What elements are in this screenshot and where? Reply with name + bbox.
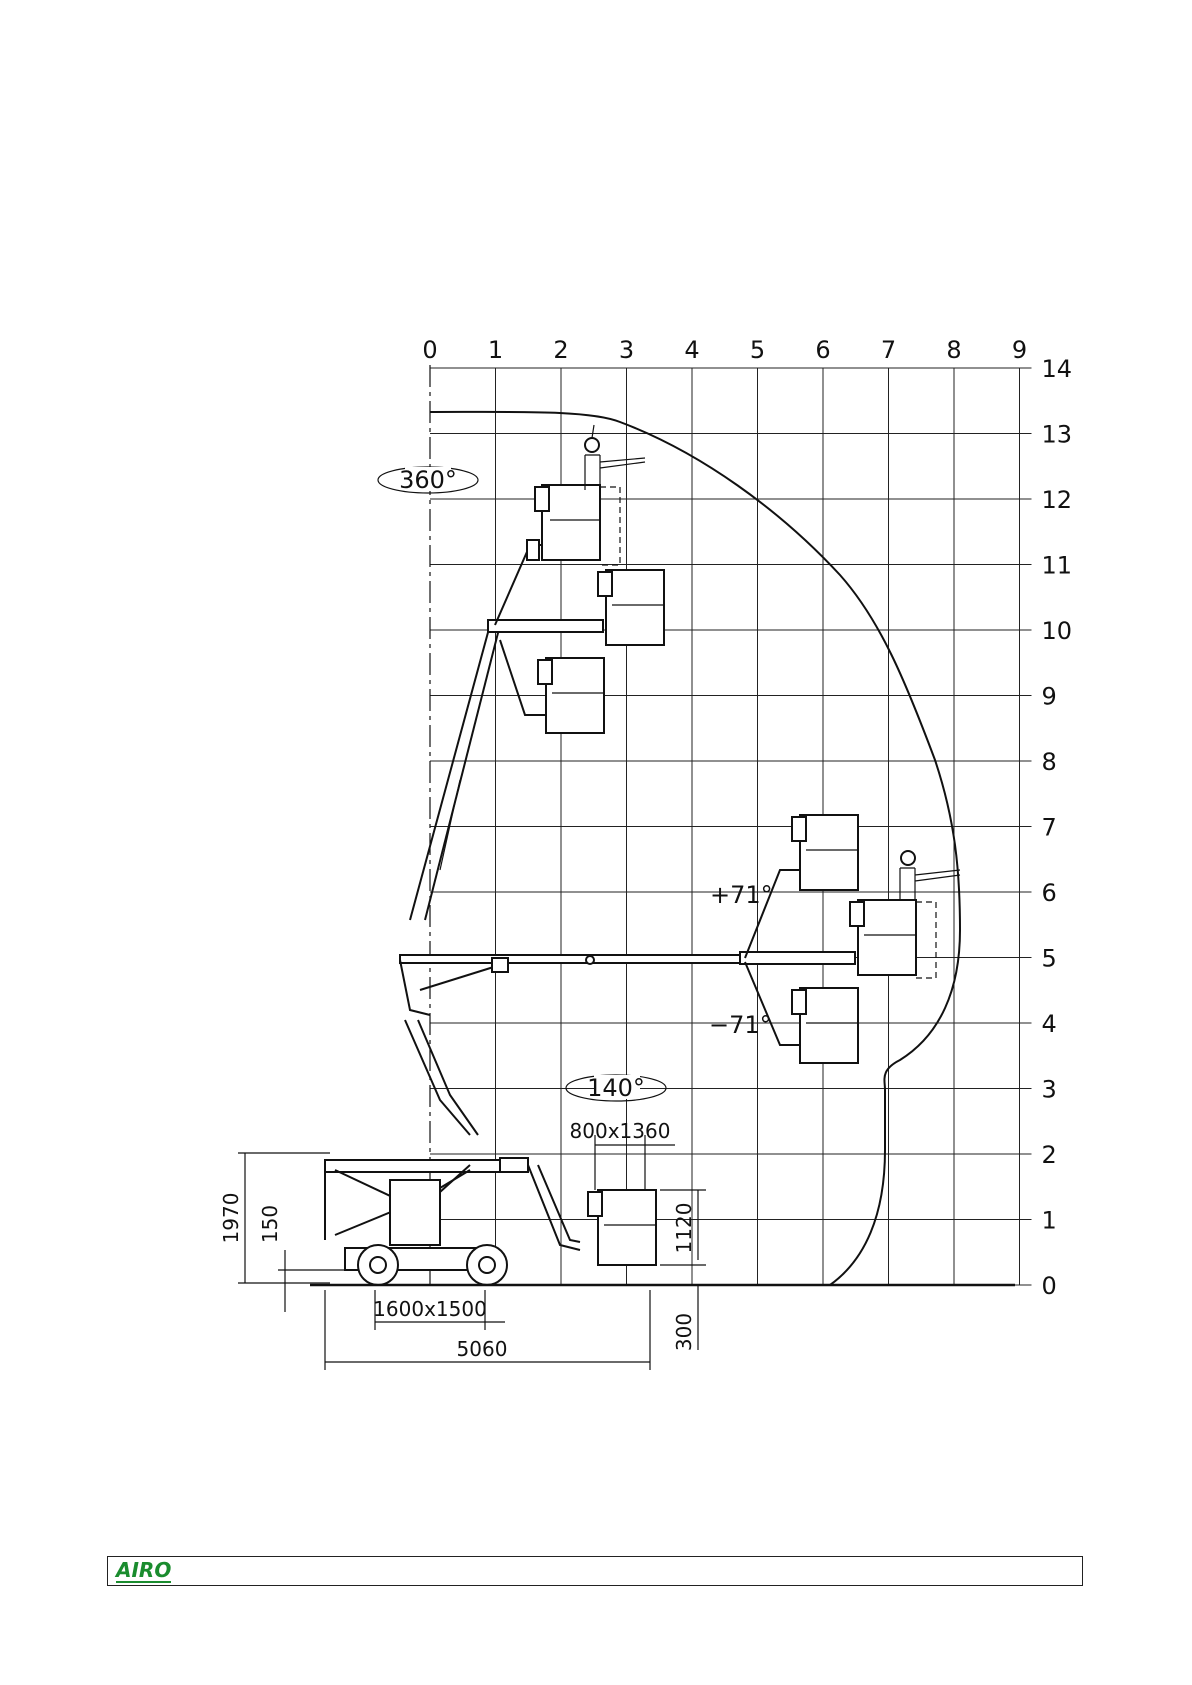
y-axis-tick-label: 14 bbox=[1042, 355, 1073, 383]
y-axis-tick-label: 9 bbox=[1042, 683, 1057, 711]
y-axis-tick-label: 5 bbox=[1042, 945, 1057, 973]
y-axis-tick-label: 8 bbox=[1042, 748, 1057, 776]
y-axis-tick-label: 10 bbox=[1042, 617, 1073, 645]
grid-lines bbox=[430, 368, 1032, 1285]
y-axis-tick-label: 3 bbox=[1042, 1076, 1057, 1104]
y-axis-tick-label: 7 bbox=[1042, 814, 1057, 842]
y-axis-tick-label: 11 bbox=[1042, 552, 1073, 580]
x-axis-tick-label: 4 bbox=[684, 336, 699, 364]
dim-length: 5060 bbox=[457, 1337, 508, 1361]
machine-stowed bbox=[325, 1158, 580, 1285]
dim-ground-clearance: 150 bbox=[258, 1205, 282, 1243]
x-axis-tick-label: 3 bbox=[619, 336, 634, 364]
dim-platform-height: 1120 bbox=[672, 1203, 696, 1254]
operator-figure-top bbox=[585, 425, 645, 490]
dim-platform-offset: 300 bbox=[672, 1313, 696, 1351]
platform-jib-level bbox=[850, 900, 936, 978]
x-axis-tick-label: 1 bbox=[488, 336, 503, 364]
x-axis-tick-label: 8 bbox=[946, 336, 961, 364]
x-axis-tick-label: 0 bbox=[422, 336, 437, 364]
platform-jib-up bbox=[792, 815, 858, 890]
airo-logo: AIRO bbox=[116, 1559, 171, 1583]
jib-down-angle-label: −71° bbox=[709, 1011, 772, 1039]
jib-rotation-label: 140° bbox=[587, 1074, 645, 1102]
platform-stowed bbox=[588, 1190, 656, 1265]
platform-jib-down bbox=[792, 988, 858, 1063]
y-axis-tick-label: 1 bbox=[1042, 1207, 1057, 1235]
turret-rotation-label: 360° bbox=[399, 466, 457, 494]
boom-horizontal bbox=[400, 952, 855, 1135]
y-axis-tick-label: 12 bbox=[1042, 486, 1073, 514]
turret-rotation-indicator: 360° bbox=[378, 466, 478, 494]
platform-lower-upper bbox=[538, 658, 604, 733]
x-axis-tick-label: 6 bbox=[815, 336, 830, 364]
dim-height: 1970 bbox=[219, 1193, 243, 1244]
y-axis-tick-label: 2 bbox=[1042, 1141, 1057, 1169]
jib-up-angle-label: +71° bbox=[710, 881, 773, 909]
platform-mid-upper bbox=[598, 570, 664, 645]
y-axis-tick-label: 0 bbox=[1042, 1272, 1057, 1300]
dim-platform-size: 800x1360 bbox=[570, 1119, 671, 1143]
dim-wheelbase-track: 1600x1500 bbox=[373, 1297, 487, 1321]
operator-figure-mid bbox=[900, 851, 960, 900]
y-axis-tick-label: 13 bbox=[1042, 421, 1073, 449]
footer-bar: AIRO bbox=[107, 1556, 1083, 1586]
platform-top bbox=[535, 485, 620, 565]
x-axis-labels: 0 1 2 3 4 5 6 7 8 9 bbox=[422, 336, 1027, 364]
x-axis-tick-label: 7 bbox=[881, 336, 896, 364]
x-axis-tick-label: 9 bbox=[1012, 336, 1027, 364]
x-axis-tick-label: 5 bbox=[750, 336, 765, 364]
y-axis-tick-label: 4 bbox=[1042, 1010, 1057, 1038]
y-axis-tick-label: 6 bbox=[1042, 879, 1057, 907]
x-axis-tick-label: 2 bbox=[553, 336, 568, 364]
